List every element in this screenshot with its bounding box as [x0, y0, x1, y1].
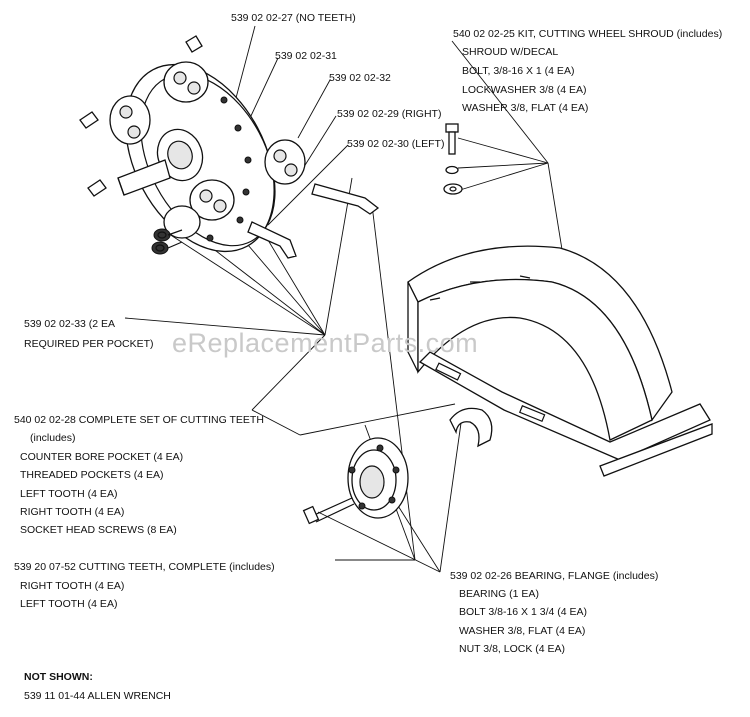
not-shown-item: 539 11 01-44 ALLEN WRENCH: [24, 690, 171, 702]
shroud-kit-item: BOLT, 3/8-16 X 1 (4 EA): [462, 65, 575, 77]
shroud-kit-item: LOCKWASHER 3/8 (4 EA): [462, 84, 587, 96]
bearing-title: 539 02 02-26 BEARING, FLANGE (includes): [450, 570, 659, 582]
label-p33-line2: REQUIRED PER POCKET): [24, 338, 154, 350]
bearing-item: BOLT 3/8-16 X 1 3/4 (4 EA): [459, 606, 588, 618]
cutting-wheel: [79, 35, 276, 255]
label-p32: 539 02 02-32: [329, 72, 391, 84]
label-no-teeth: 539 02 02-27 (NO TEETH): [231, 12, 356, 24]
complete-set-item: RIGHT TOOTH (4 EA): [20, 506, 125, 518]
shroud-hardware: [443, 123, 463, 195]
label-p31: 539 02 02-31: [275, 50, 337, 62]
complete-set-item: SOCKET HEAD SCREWS (8 EA): [20, 524, 177, 536]
shroud-kit-item: SHROUD W/DECAL: [462, 46, 559, 58]
label-p33: 539 02 02-33 (2 EA: [24, 318, 116, 330]
leader-lines: [124, 25, 566, 573]
shroud-kit-title: 540 02 02-25 KIT, CUTTING WHEEL SHROUD (…: [453, 28, 723, 40]
cutting-teeth-item: LEFT TOOTH (4 EA): [20, 598, 118, 610]
bearing-item: BEARING (1 EA): [459, 588, 539, 600]
bearing-item: NUT 3/8, LOCK (4 EA): [459, 643, 566, 655]
watermark: eReplacementParts.com: [172, 328, 479, 358]
shroud-kit-item: WASHER 3/8, FLAT (4 EA): [462, 102, 589, 114]
complete-set-item: THREADED POCKETS (4 EA): [20, 469, 164, 481]
cutting-teeth-title: 539 20 07-52 CUTTING TEETH, COMPLETE (in…: [14, 561, 275, 573]
complete-set-title: 540 02 02-28 COMPLETE SET OF CUTTING TEE…: [14, 414, 264, 426]
complete-set-subtitle: (includes): [30, 432, 76, 444]
label-p29: 539 02 02-29 (RIGHT): [337, 108, 442, 120]
cutting-teeth-item: RIGHT TOOTH (4 EA): [20, 580, 125, 592]
pocket-32: [264, 139, 306, 185]
complete-set-item: LEFT TOOTH (4 EA): [20, 488, 118, 500]
teeth: [247, 183, 380, 259]
shroud: [407, 245, 713, 477]
flange-bearing: [302, 437, 409, 525]
label-p30: 539 02 02-30 (LEFT): [347, 138, 445, 150]
complete-set-item: COUNTER BORE POCKET (4 EA): [20, 451, 184, 463]
not-shown-heading: NOT SHOWN:: [24, 671, 93, 683]
bearing-item: WASHER 3/8, FLAT (4 EA): [459, 625, 586, 637]
